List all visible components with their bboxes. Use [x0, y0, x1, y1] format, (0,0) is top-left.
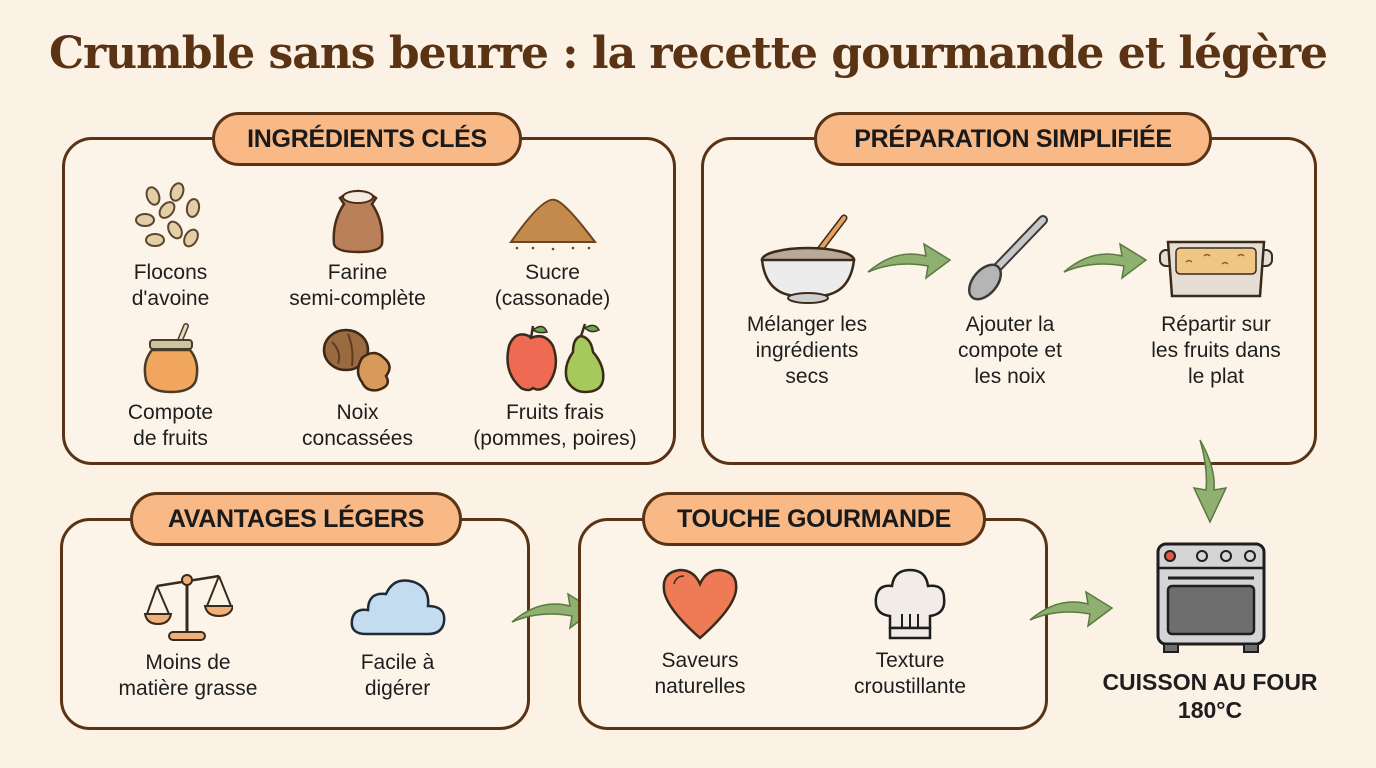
- gourmet-panel: [578, 518, 1048, 730]
- benefits-heading: AVANTAGES LÉGERS: [130, 492, 462, 546]
- cloud-icon: [350, 579, 445, 636]
- oven-icon: [1156, 542, 1266, 653]
- gourmet-crispy-texture: Texture croustillante: [825, 568, 995, 700]
- prep-step-add: Ajouter la compote et les noix: [930, 210, 1090, 390]
- arrow-icon: [867, 242, 952, 280]
- bowl-whisk-icon: [760, 214, 856, 304]
- baking-dish-icon: [1159, 240, 1273, 298]
- gourmet-heading: TOUCHE GOURMANDE: [642, 492, 986, 546]
- preparation-heading: PRÉPARATION SIMPLIFIÉE: [814, 112, 1212, 166]
- gourmet-natural-flavors: Saveurs naturelles: [620, 568, 780, 700]
- walnut-icon: [322, 328, 391, 392]
- spoon-icon: [967, 215, 1048, 301]
- flour-sack-icon: [331, 189, 384, 254]
- arrow-icon: [1063, 242, 1148, 280]
- compote-jar-icon: [143, 323, 198, 394]
- benefit-less-fat: Moins de matière grasse: [88, 570, 288, 702]
- benefit-easy-digest: Facile à digérer: [320, 570, 475, 702]
- ingredients-heading: INGRÉDIENTS CLÉS: [212, 112, 522, 166]
- chef-hat-icon: [874, 568, 946, 640]
- scale-icon: [143, 574, 233, 641]
- ingredient-compote: Compote de fruits: [88, 322, 253, 452]
- ingredient-sugar: Sucre (cassonade): [470, 182, 635, 312]
- oven-label: CUISSON AU FOUR 180°C: [1102, 669, 1318, 723]
- ingredient-flour: Farine semi-complète: [265, 182, 450, 312]
- arrow-down-icon: [1192, 439, 1228, 524]
- heart-icon: [662, 568, 738, 640]
- ingredient-walnuts: Noix concassées: [280, 322, 435, 452]
- ingredient-oats: Flocons d'avoine: [88, 182, 253, 312]
- sugar-pile-icon: [508, 198, 597, 251]
- page-title: Crumble sans beurre : la recette gourman…: [48, 28, 1328, 79]
- ingredients-panel: [62, 137, 676, 465]
- apple-pear-icon: [506, 323, 605, 394]
- prep-step-mix: Mélanger les ingrédients secs: [722, 210, 892, 390]
- ingredient-fresh-fruits: Fruits frais (pommes, poires): [455, 322, 655, 452]
- arrow-icon: [1029, 590, 1114, 628]
- prep-step-spread: Répartir sur les fruits dans le plat: [1126, 210, 1306, 390]
- oat-flakes-icon: [134, 182, 200, 248]
